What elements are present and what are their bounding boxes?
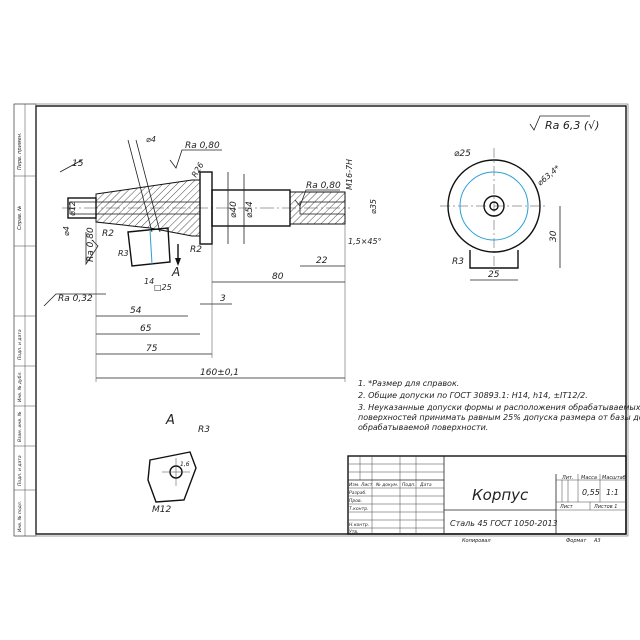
dim-d12: ⌀12 [68, 201, 77, 216]
side-label-ref-no: Справ. № [17, 206, 23, 230]
inner-frame [35, 105, 627, 535]
roughness-label-1: Ra 0,80 [185, 141, 220, 151]
side-label-dup-inv: Инв. № дубл. [17, 371, 23, 402]
roughness-callouts: Ra 0,80 Ra 0,80 Ra 0,80 Ra 0,32 [43, 141, 341, 307]
section-label: A [171, 265, 180, 279]
dim-14: 14 [144, 277, 154, 286]
dim-75: 75 [146, 344, 158, 354]
title-block: Изм. Лист № докум. Подп. Дата Разраб. Пр… [347, 455, 627, 544]
dim-m16: M16-7H [345, 159, 354, 190]
tb-format: Формат [566, 538, 587, 544]
side-label-repl-inv: Взам. инв. № [17, 411, 23, 442]
roughness-label-2: Ra 0,80 [306, 181, 341, 191]
dim-54: 54 [130, 306, 142, 316]
tb-razrab: Разраб. [349, 490, 367, 496]
roughness-label-3: Ra 0,80 [86, 227, 96, 262]
tb-part-name: Корпус [472, 486, 529, 504]
dim-d35: ⌀35 [369, 199, 378, 214]
note-3-cont-1: поверхностей принимать равным 25% допуск… [358, 413, 640, 422]
tb-sign: Подп. [402, 482, 416, 488]
roughness-label-4: Ra 0,32 [58, 294, 93, 304]
view-label: A [165, 413, 175, 428]
tb-nkontr: Н.контр. [349, 522, 369, 528]
tb-date: Дата [419, 482, 432, 488]
dim-sq25: □25 [154, 283, 172, 292]
view-a-m12: M12 [152, 505, 171, 515]
dim-r26: R26 [190, 161, 206, 179]
view-r3: R3 [452, 257, 464, 267]
tb-mass: 0,55 [582, 488, 600, 497]
dim-r2-a: R2 [102, 229, 114, 239]
tb-copied: Копировал [462, 538, 491, 544]
view-d63: ⌀63,4* [536, 164, 562, 188]
side-label-sign-date-1: Подп. и дата [17, 329, 23, 360]
side-label-first-use: Перв. примен. [17, 132, 23, 170]
main-dimensions: 15 ⌀4 ⌀12 ⌀4 R2 R2 R3 R26 ⌀40 ⌀54 M16-7H… [59, 135, 382, 382]
dim-3: 3 [220, 294, 226, 304]
tb-list: Лист [360, 482, 373, 488]
dim-80: 80 [272, 272, 284, 282]
tb-prov: Пров. [349, 498, 362, 504]
technical-notes: 1. *Размер для справок. 2. Общие допуски… [358, 379, 640, 432]
tb-doc: № докум. [375, 482, 398, 488]
note-2: 2. Общие допуски по ГОСТ 30893.1: H14, h… [358, 391, 588, 400]
main-section-view: A [62, 139, 350, 279]
view-d25: ⌀25 [454, 149, 471, 159]
tb-sheet: Лист [559, 504, 574, 510]
dim-160: 160±0,1 [200, 368, 239, 378]
side-stamp: Перв. примен. Справ. № Подп. и дата Инв.… [13, 103, 37, 537]
tb-tkontr: Т.контр. [349, 506, 369, 512]
dim-22: 22 [316, 256, 328, 266]
outer-border [13, 103, 629, 537]
dim-r3-small: R3 [118, 249, 129, 258]
side-label-orig-inv: Инв. № подл. [17, 501, 23, 532]
tb-utv: Утв. [349, 529, 358, 535]
dim-65: 65 [140, 324, 152, 334]
dim-d4-top: ⌀4 [146, 135, 156, 144]
tb-izm: Изм. [349, 482, 360, 488]
tb-col-mass: Масса [581, 475, 597, 481]
dim-d54: ⌀54 [245, 201, 255, 218]
note-3-cont-2: обрабатываемой поверхности. [358, 423, 488, 432]
view-25: 25 [488, 270, 500, 280]
view-a-r3: R3 [198, 425, 210, 435]
dim-r2-b: R2 [190, 245, 202, 255]
tb-col-lit: Лит. [561, 475, 574, 481]
note-3: 3. Неуказанные допуски формы и расположе… [358, 403, 640, 412]
side-label-sign-date-2: Подп. и дата [17, 455, 23, 486]
dim-d4-left: ⌀4 [62, 226, 71, 236]
view-a-small: 1,6 [180, 461, 190, 468]
note-1: 1. *Размер для справок. [358, 379, 459, 388]
tb-format-val: A3 [593, 538, 601, 544]
view-30: 30 [549, 230, 559, 242]
dim-angle-15: 15 [72, 159, 84, 169]
view-a: A R3 M12 1,6 [147, 413, 210, 515]
tb-col-scale: Масштаб [602, 475, 626, 481]
general-roughness-text: Ra 6,3 (√) [545, 119, 599, 132]
tb-scale: 1:1 [606, 488, 619, 497]
dim-d40: ⌀40 [229, 201, 239, 218]
tb-sheets: Листов 1 [593, 504, 617, 510]
dim-chamfer: 1,5×45° [348, 237, 382, 246]
end-view: ⌀25 ⌀63,4* 30 25 R3 [440, 148, 562, 281]
general-roughness: Ra 6,3 (√) [529, 115, 599, 132]
tb-material: Сталь 45 ГОСТ 1050-2013 [450, 519, 558, 528]
